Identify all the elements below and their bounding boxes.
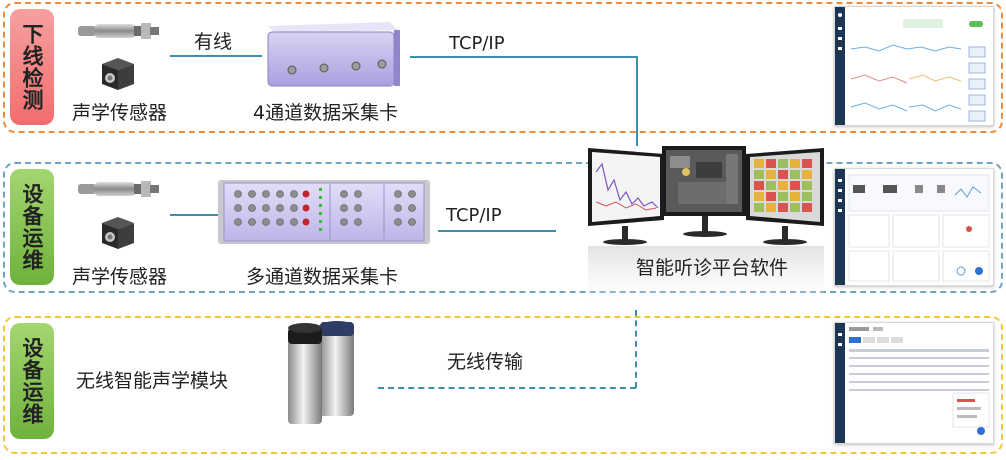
monitors-illustration (588, 146, 824, 316)
ops-tab-2: 设备运维 (10, 323, 54, 439)
daq-4ch-device-icon (267, 22, 400, 87)
tcpip-label-2: TCP/IP (446, 205, 502, 226)
wireless-module-icon (288, 321, 354, 424)
daq-multichannel-label: 多通道数据采集卡 (246, 266, 399, 288)
offline-tab: 下线检测 (10, 9, 54, 125)
ops-wired-panel (3, 162, 1003, 293)
sensor-label-2: 声学传感器 (72, 266, 168, 288)
tcpip-connector-1-h (410, 56, 637, 58)
wired-label: 有线 (194, 31, 233, 53)
sensor-cube-icon (102, 58, 134, 90)
sensor-probe-icon (78, 23, 159, 39)
wireless-transfer-label: 无线传输 (447, 351, 524, 373)
daq-4ch-label: 4通道数据采集卡 (253, 102, 399, 124)
wireless-connector-v (635, 310, 637, 388)
sensor-connector-2 (170, 214, 220, 216)
platform-label: 智能听诊平台软件 (636, 257, 789, 279)
dashboard-screenshot-2 (834, 168, 994, 286)
sensor-cube-icon-2 (102, 217, 134, 249)
sensor-label: 声学传感器 (72, 102, 168, 124)
wireless-module-label: 无线智能声学模块 (76, 370, 229, 392)
tcpip-connector-1-v (636, 56, 638, 146)
wireless-connector-h (378, 387, 636, 389)
dashboard-screenshot-1 (834, 6, 994, 126)
offline-panel (3, 2, 1003, 133)
wired-connector (170, 55, 262, 57)
ops-wireless-panel (3, 316, 1003, 454)
tcpip-connector-2 (438, 230, 556, 232)
daq-multichannel-device-icon (218, 180, 430, 244)
tcpip-label-1: TCP/IP (449, 33, 505, 54)
sensor-probe-icon-2 (78, 181, 159, 197)
dashboard-screenshot-3 (834, 322, 994, 444)
ops-tab-1: 设备运维 (10, 169, 54, 285)
